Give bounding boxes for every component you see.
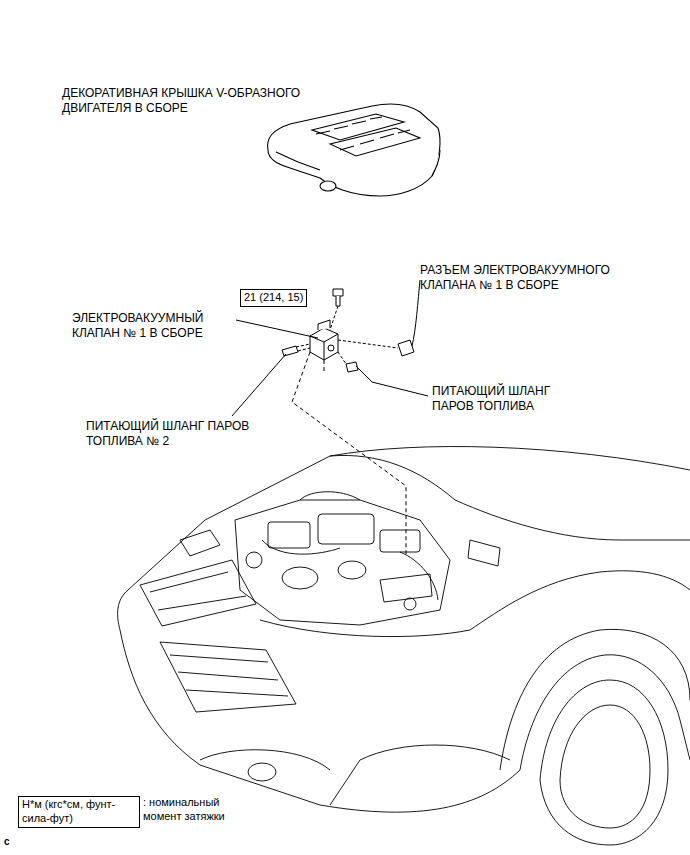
car-illustration [180,530,220,556]
valve-connector [338,280,420,356]
engine-cover [432,150,440,176]
engine-cover [340,130,410,150]
car-illustration [560,705,650,828]
dashed-line [324,360,325,372]
leader-line [372,382,428,396]
car-illustration [540,680,668,845]
car-illustration [470,571,690,630]
car-illustration [330,455,455,500]
bolt [336,296,340,306]
valve-connector [412,280,420,346]
engine-cover [268,104,440,196]
part-label: РАЗЪЕМ ЭЛЕКТРОВАКУУМНОГО КЛАПАНА № 1 В С… [420,263,655,294]
fuel-vapor-hose-2 [296,344,310,351]
car-illustration [120,630,520,812]
car-illustration [380,530,420,552]
vacuum-valve [318,320,330,330]
car-illustration [118,590,128,630]
figure-code: c [4,836,24,849]
vacuum-valve [310,334,338,360]
car-illustration [300,492,360,500]
vacuum-valve [310,320,338,360]
torque-legend-box: Н*м (кгс*см, фунт-сила-фут): номинальный… [18,796,140,828]
torque-spec-box: 21 (214, 15) [240,287,307,307]
dashed-line [292,352,406,556]
vacuum-valve [328,345,334,351]
leader-line [236,320,318,338]
car-illustration [170,655,288,696]
engine-cover [268,104,440,196]
fuel-vapor-hose-2 [282,346,298,356]
part-label: ПИТАЮЩИЙ ШЛАНГ ПАРОВ ТОПЛИВА [432,384,574,415]
car-illustration [330,745,510,805]
car-illustration [404,598,416,610]
car-illustration [338,561,366,579]
car-illustration [330,447,690,470]
engine-cover [320,181,336,191]
legend-text: : номинальный момент затяжки [143,796,247,824]
car-illustration [160,642,296,712]
engine-cover [316,117,382,134]
fuel-vapor-hose [338,352,372,382]
bolt [333,289,343,306]
car-illustration [500,629,690,770]
dashed-line [292,352,406,556]
car-illustration [246,552,262,568]
car-illustration [260,620,470,637]
part-label: ДЕКОРАТИВНАЯ КРЫШКА V-ОБРАЗНОГО ДВИГАТЕЛ… [62,86,307,117]
part-label: ПИТАЮЩИЙ ШЛАНГ ПАРОВ ТОПЛИВА № 2 [86,419,288,450]
car-illustration [520,655,690,770]
car-illustration [128,456,330,590]
engine-cover [276,152,320,170]
bolt [333,289,343,296]
part-label: ЭЛЕКТРОВАКУУМНЫЙ КЛАПАН № 1 В СБОРЕ [72,311,234,342]
valve-connector [338,340,398,348]
car-illustration [248,763,276,781]
car-illustration [262,540,438,600]
box-text: 21 (214, 15) [240,289,307,307]
box-text: Н*м (кгс*см, фунт-сила-фут) [18,796,140,828]
valve-connector [398,340,414,356]
engine-cover [330,128,420,156]
fuel-vapor-hose [346,362,358,372]
car-illustration [455,500,690,540]
dashed-line [330,306,338,330]
fuel-vapor-hose [338,352,346,364]
car-illustration [268,522,310,548]
car-illustration [318,514,374,544]
car-illustration [282,567,318,589]
car-illustration [468,540,500,566]
car-illustration [235,500,450,625]
car-illustration [380,574,432,602]
leader-line [232,354,286,416]
fuel-vapor-hose [356,366,372,382]
car-illustration [200,750,330,770]
vacuum-valve [310,328,338,360]
car-illustration [150,572,246,610]
leader-line [232,320,428,416]
car-illustration [118,447,690,845]
